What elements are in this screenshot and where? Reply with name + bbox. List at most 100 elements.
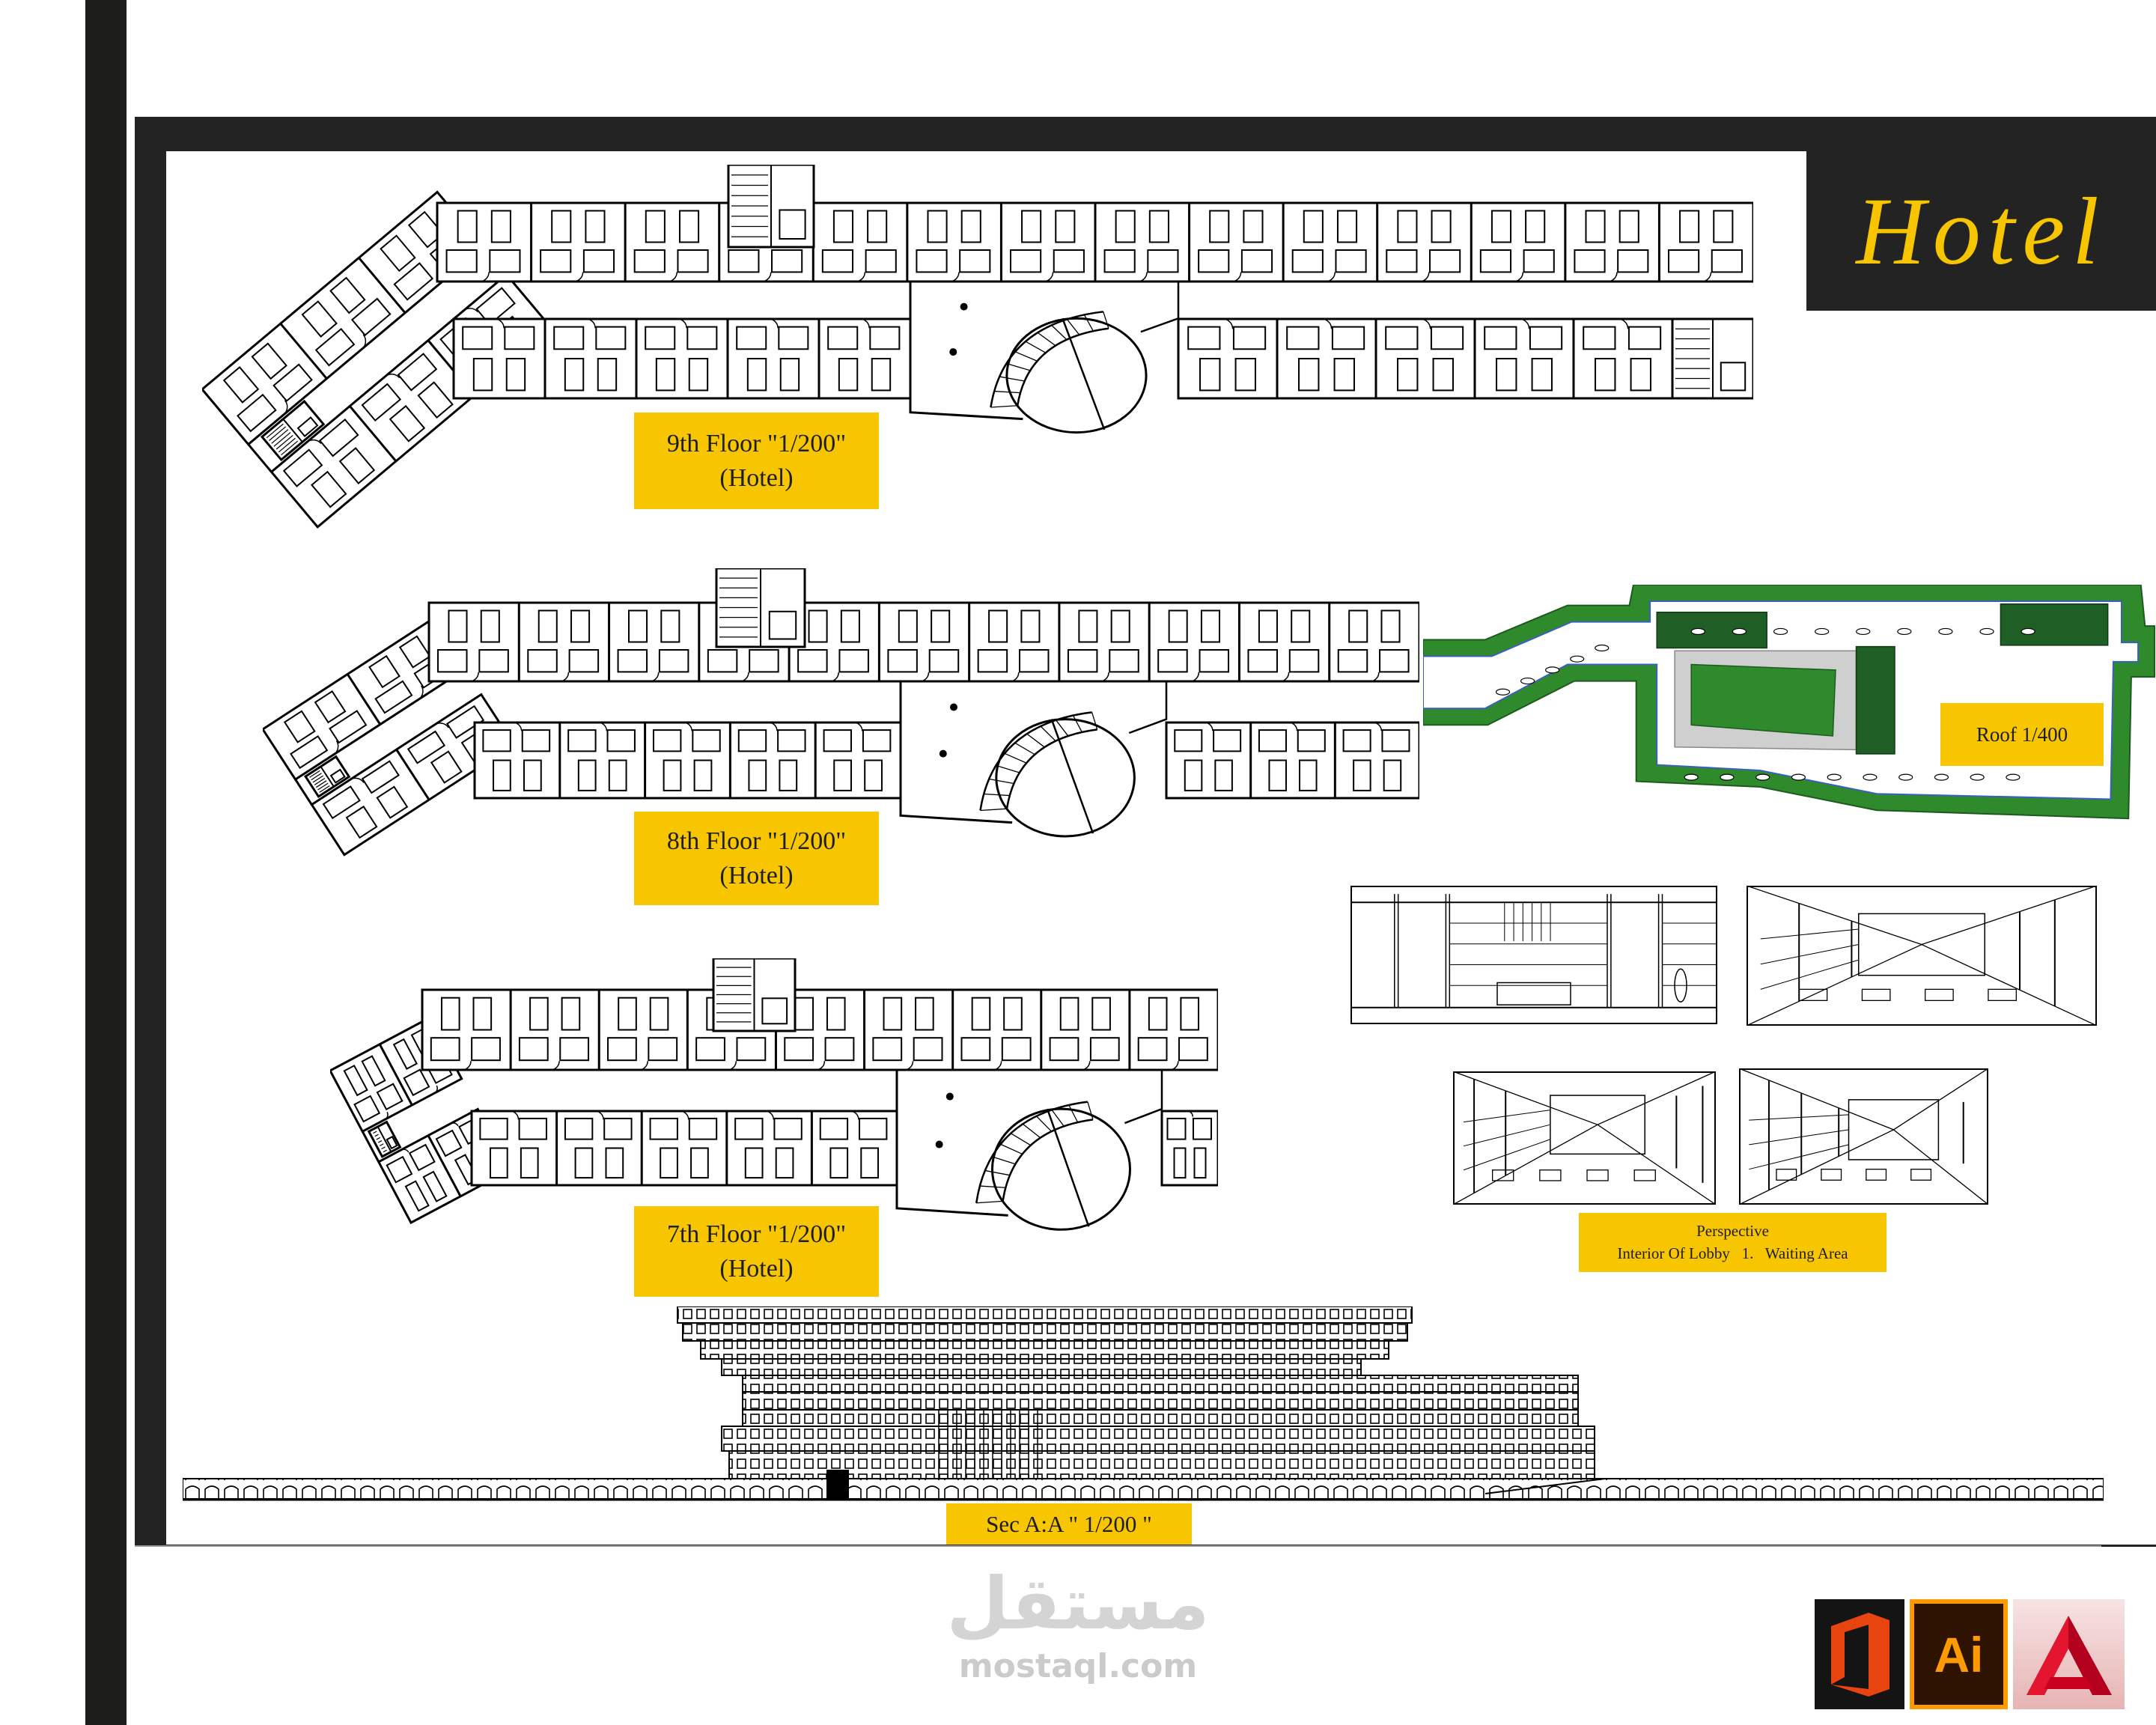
elevator [329,768,346,784]
bed [574,1147,594,1179]
floor-7-label: 7th Floor "1/200" (Hotel) [634,1206,879,1297]
lobby-oval [990,1107,1132,1231]
bed [871,358,892,392]
bathroom [518,1117,547,1140]
bathroom [633,249,666,273]
bathroom [489,249,521,273]
lobby-elevation-drawing [1350,886,1717,1024]
bathroom [430,1037,460,1062]
roof-seat-marker [2006,773,2021,781]
stair-tread [278,437,296,453]
bed [1059,997,1079,1031]
bathroom [887,649,918,673]
door-swing [683,722,692,731]
room-band [470,1110,898,1187]
door-swing [1169,1061,1179,1071]
bathroom [1199,649,1230,673]
perspective-line [1921,943,2097,1026]
door-swing [434,722,449,728]
door-swing [764,1110,775,1120]
room-wall [358,257,406,314]
section-floor-tier [682,1322,1408,1342]
bed [833,759,852,791]
stair-step [1004,752,1027,764]
illustrator-icon: Ai [1910,1599,2008,1709]
door-swing [510,1110,520,1120]
bathroom [1335,249,1367,273]
bathroom [1089,1037,1120,1062]
bed [688,358,709,392]
stair-step [984,1169,1011,1176]
column-dot [949,348,957,356]
bed [645,210,666,243]
bed [283,710,316,743]
door-swing [463,308,478,313]
lobby-perspective-drawing-1 [1747,886,2097,1026]
bed [523,759,542,791]
bed [1243,210,1264,243]
room-band [473,721,902,800]
bed [472,997,493,1031]
bed [605,1147,624,1179]
roof-seat-marker [1791,773,1806,781]
bed [927,210,948,243]
bathroom [1187,326,1221,350]
bathroom [1009,249,1042,273]
bed [971,997,991,1031]
lobby-wall [1128,681,1168,734]
roof-seat-marker [1773,627,1788,636]
lobby-glazing-line [1050,719,1094,834]
lobby-seat [1586,1169,1609,1181]
bathroom [797,649,828,673]
bathroom [606,729,636,752]
bathroom [567,729,597,752]
bathroom [1178,1037,1208,1062]
roof-seat-marker [2021,627,2035,636]
lobby-seat [1776,1169,1797,1181]
column-dot [950,703,957,711]
stair-step [1022,1123,1041,1139]
perspective-label-line1: Perspective [1696,1222,1769,1241]
bed [618,997,637,1031]
bed [1168,609,1188,643]
room-wall [395,749,430,801]
roof-seat-marker [1570,655,1585,663]
bathroom [749,649,779,673]
bed [343,1064,368,1097]
bed [490,210,511,243]
bed [222,366,260,404]
door-swing [401,1149,409,1153]
bathroom [737,729,767,752]
bed [577,759,597,791]
door-swing [306,439,322,444]
door-swing [768,722,778,731]
door-swing [384,373,401,379]
bathroom [707,649,738,673]
stair-step [1091,712,1098,730]
bathroom [1053,249,1085,273]
bed [840,609,860,643]
spiral-stair-outer [990,311,1103,408]
column-dot [935,1140,943,1149]
door-swing [1607,272,1618,282]
bathroom [736,1037,767,1062]
bed [1115,210,1136,243]
roof-seat-marker [1856,627,1871,636]
bed [898,609,918,643]
bathroom [838,649,869,673]
bed [1180,997,1200,1031]
door-swing [585,318,596,329]
door-swing [1187,1110,1193,1117]
bathroom [1067,649,1098,673]
bed [860,1147,880,1179]
floor-plan-9th [202,165,1753,529]
door-swing [1080,1061,1091,1071]
stair-step [994,390,1021,394]
stair-step [989,778,1014,785]
bathroom [475,287,516,326]
roof-planter [1656,611,1767,649]
wall-panel-line [1760,959,1859,990]
bathroom [695,1037,725,1062]
bed [826,997,846,1031]
wing-end-wall [294,779,313,806]
